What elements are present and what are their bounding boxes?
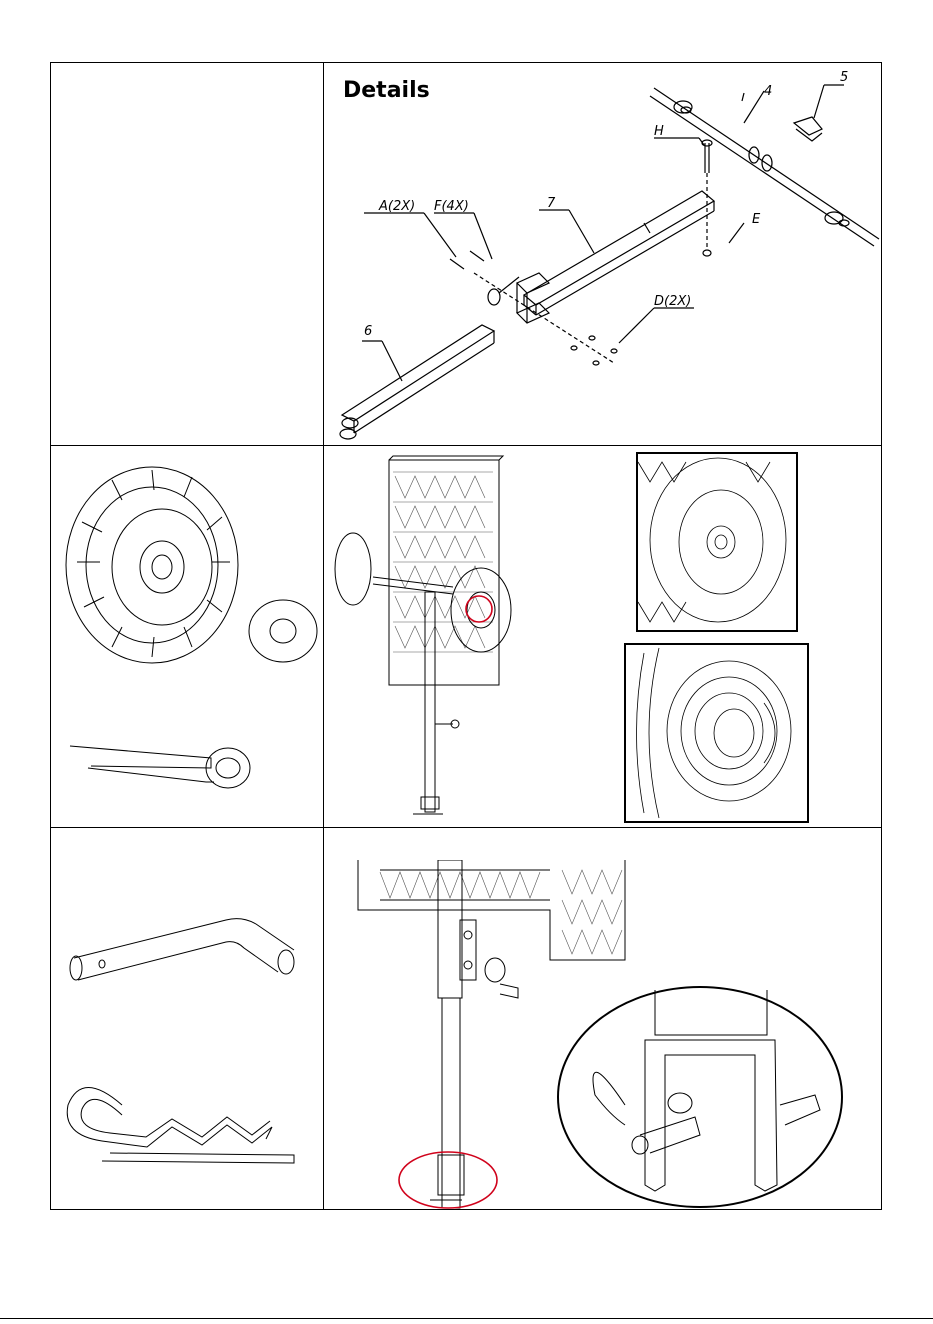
- callout-part-a: A(2X): [378, 199, 415, 214]
- wheel-closeup: [636, 452, 798, 632]
- hub-closeup: [624, 643, 809, 823]
- callout-part-e: E: [752, 212, 761, 227]
- washer-icon: [247, 598, 319, 666]
- callout-part-7: 7: [547, 196, 556, 211]
- hairpin-clip-icon: [62, 1075, 298, 1165]
- exploded-axle-diagram: 5 4 H A(2X) F(4X) 7 E D(2X) 6: [324, 63, 881, 445]
- carrier-assembly-drawing: [333, 452, 523, 824]
- callout-part-4: 4: [764, 84, 772, 99]
- hitch-closeup: [555, 985, 845, 1209]
- wheel-icon: [62, 462, 247, 668]
- table-row-divider-1: [50, 445, 882, 446]
- callout-part-5: 5: [840, 70, 848, 85]
- page-footer-rule: [0, 1318, 933, 1319]
- callout-part-6: 6: [364, 324, 372, 339]
- callout-part-f: F(4X): [434, 199, 469, 214]
- callout-part-d: D(2X): [654, 294, 691, 309]
- cotter-pin-icon: [66, 738, 256, 796]
- hitch-pin-icon: [66, 910, 298, 990]
- callout-part-h: H: [654, 124, 664, 139]
- table-row-divider-2: [50, 827, 882, 828]
